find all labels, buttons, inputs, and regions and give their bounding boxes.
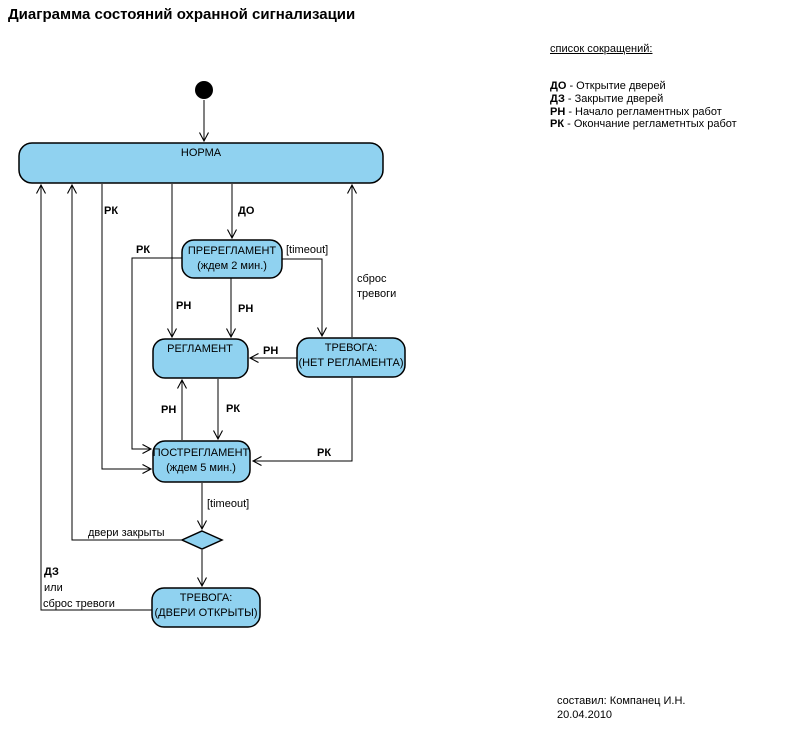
edge-decision-to-norma — [67, 183, 182, 541]
edge-norma-to-postreglament — [101, 184, 153, 474]
edge-label-dz-line2: или — [44, 582, 63, 594]
state-trevoga-dveri-otkryty — [151, 587, 261, 628]
footer-date: 20.04.2010 — [557, 709, 613, 721]
state-trevoga-net-reglamenta-label: ТРЕВОГА: — [325, 342, 378, 354]
edge-label-sbros-trevogi-line1: сброс — [357, 273, 387, 285]
page-title: Диаграмма состояний охранной сигнализаци… — [8, 6, 356, 23]
edge-prereglament-to-trevoga-net-reglamenta — [282, 258, 327, 338]
state-trevoga-dveri-otkryty-label: ТРЕВОГА: — [180, 592, 233, 604]
edge-label-timeout-postreglament: [timeout] — [207, 498, 249, 510]
legend-abbr: ДЗ — [550, 92, 565, 105]
legend-abbr: ДО — [550, 80, 567, 92]
edge-label-rn-from-norma: РН — [176, 300, 191, 312]
state-trevoga-dveri-otkryty-sublabel: (ДВЕРИ ОТКРЫТЫ) — [155, 607, 258, 619]
edge-label-sbros-trevogi-line2: тревоги — [357, 288, 396, 300]
abbreviation-legend: ДО - Открытие дверей ДЗ - Закрытие двере… — [550, 80, 737, 131]
initial-state-dot — [195, 81, 213, 99]
legend-heading: список сокращений: — [550, 43, 653, 55]
state-norma-label: НОРМА — [181, 147, 222, 159]
legend-item: ДЗ - Закрытие дверей — [550, 93, 737, 106]
edge-label-rn-from-trevoga: РН — [263, 345, 278, 357]
edge-label-timeout-prereglament: [timeout] — [286, 244, 328, 256]
state-prereglament-sublabel: (ждем 2 мин.) — [197, 260, 267, 272]
state-postreglament-label: ПОСТРЕГЛАМЕНТ — [153, 447, 250, 459]
edge-label-rn-from-postreglament: РН — [161, 404, 176, 416]
edge-label-rk-from-reglament: РК — [226, 403, 240, 415]
state-trevoga-net-reglamenta-sublabel: (НЕТ РЕГЛАМЕНТА) — [298, 357, 403, 369]
edge-label-dveri-zakryty: двери закрыты — [88, 527, 165, 539]
state-reglament-label: РЕГЛАМЕНТ — [167, 343, 233, 355]
state-trevoga-net-reglamenta — [296, 337, 406, 378]
edge-label-rn-from-prereglament: РН — [238, 303, 253, 315]
decision-diamond — [180, 530, 224, 550]
state-reglament — [152, 338, 249, 379]
legend-desc: - Открытие дверей — [566, 80, 666, 92]
legend-item: РК - Окончание регламетнтых работ — [550, 118, 737, 131]
legend-desc: - Начало регламентных работ — [565, 105, 722, 118]
legend-abbr: РН — [550, 105, 566, 118]
legend-item: РН - Начало регламентных работ — [550, 106, 737, 119]
state-postreglament-sublabel: (ждем 5 мин.) — [166, 462, 236, 474]
footer-author: составил: Компанец И.Н. — [557, 695, 686, 707]
edge-trevoga-net-reglamenta-to-postreglament — [251, 378, 353, 466]
state-prereglament-label: ПРЕРЕГЛАМЕНТ — [188, 245, 277, 257]
edge-trevoga-dveri-otkryty-to-norma — [36, 183, 152, 611]
legend-item: ДО - Открытие дверей — [550, 80, 737, 93]
legend-desc: - Закрытие дверей — [564, 92, 664, 105]
edge-label-do: ДО — [238, 205, 255, 217]
legend-desc: - Окончание регламетнтых работ — [564, 118, 737, 131]
edge-label-rk-from-trevoga: РК — [317, 447, 331, 459]
edge-label-rk-from-norma: РК — [104, 205, 118, 217]
edge-label-dz-line1: ДЗ — [44, 566, 59, 578]
edge-label-rk-from-prereglament: РК — [136, 244, 150, 256]
footer: составил: Компанец И.Н. 20.04.2010 — [557, 694, 685, 722]
state-norma — [18, 142, 384, 184]
state-prereglament — [181, 239, 283, 279]
state-postreglament — [152, 440, 251, 483]
legend-abbr: РК — [550, 118, 565, 131]
edge-prereglament-to-postreglament — [131, 257, 182, 454]
edge-label-dz-line3: сброс тревоги — [43, 598, 115, 610]
